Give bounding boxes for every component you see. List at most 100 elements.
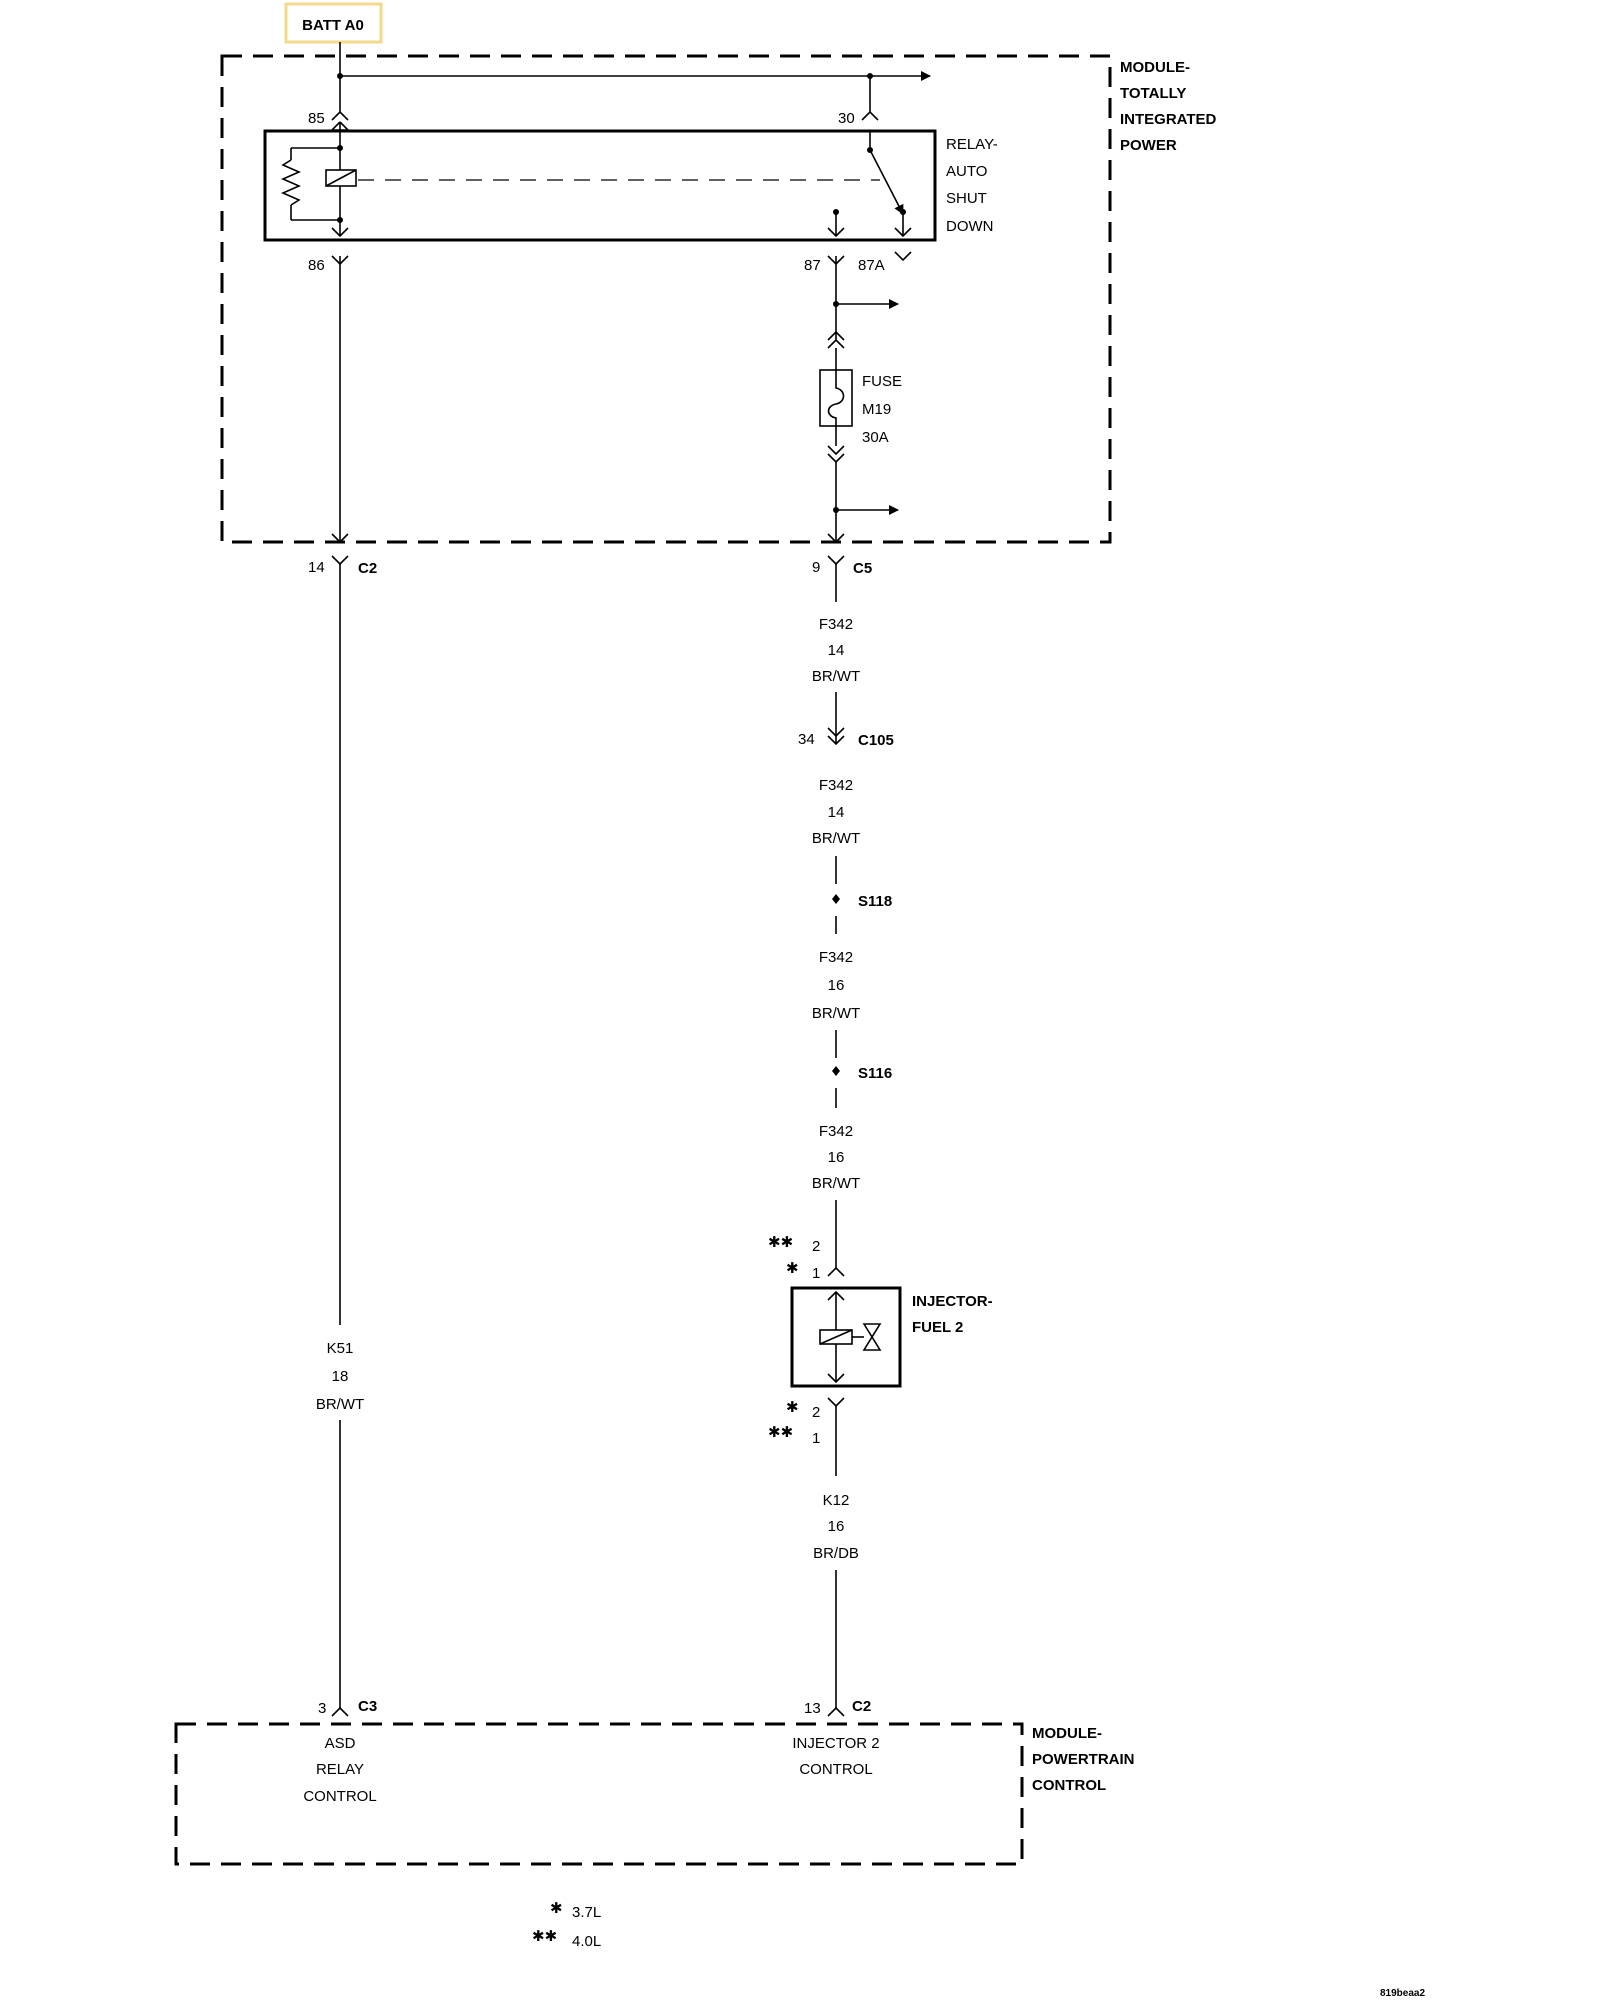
svg-text:FUEL 2: FUEL 2 bbox=[912, 1319, 963, 1336]
engine-legend: ✱ 3.7L ✱✱ 4.0L bbox=[532, 1900, 601, 1950]
splice-s118: S118 bbox=[832, 856, 892, 934]
svg-text:1: 1 bbox=[812, 1430, 820, 1447]
svg-text:14: 14 bbox=[828, 642, 845, 659]
svg-text:BR/WT: BR/WT bbox=[812, 668, 860, 685]
svg-text:MODULE-: MODULE- bbox=[1032, 1725, 1102, 1742]
tipm-module-box bbox=[220, 54, 1112, 544]
svg-text:S116: S116 bbox=[858, 1065, 892, 1082]
svg-text:BR/WT: BR/WT bbox=[812, 1175, 860, 1192]
svg-text:87A: 87A bbox=[858, 257, 885, 274]
svg-text:3.7L: 3.7L bbox=[572, 1904, 601, 1921]
connector-c2-left: 14 C2 bbox=[308, 559, 377, 577]
svg-text:ASD: ASD bbox=[325, 1735, 356, 1752]
svg-text:INJECTOR-: INJECTOR- bbox=[912, 1293, 993, 1310]
svg-text:✱✱: ✱✱ bbox=[768, 1424, 793, 1441]
svg-text:RELAY: RELAY bbox=[316, 1761, 364, 1778]
svg-text:INJECTOR 2: INJECTOR 2 bbox=[792, 1735, 879, 1752]
svg-text:M19: M19 bbox=[862, 401, 891, 418]
pcm-asd-relay-control: ASD RELAY CONTROL bbox=[303, 1735, 376, 1805]
batt-a0-label: BATT A0 bbox=[284, 2, 383, 44]
svg-text:16: 16 bbox=[828, 977, 845, 994]
injector-bottom-pins: ✱ 2 ✱✱ 1 bbox=[768, 1397, 845, 1476]
wire-label-f342-4: F342 16 BR/WT bbox=[812, 1123, 860, 1192]
svg-text:14: 14 bbox=[308, 559, 325, 576]
tipm-module-label: MODULE- TOTALLY INTEGRATED POWER bbox=[1120, 59, 1217, 154]
svg-text:BR/WT: BR/WT bbox=[316, 1396, 364, 1413]
injector-top-pins: ✱✱ 2 ✱ 1 bbox=[768, 1200, 845, 1282]
pcm-injector-2-control: INJECTOR 2 CONTROL bbox=[792, 1735, 879, 1778]
svg-text:1: 1 bbox=[812, 1265, 820, 1282]
svg-text:16: 16 bbox=[828, 1518, 845, 1535]
svg-text:3: 3 bbox=[318, 1700, 326, 1717]
connector-c105: 34 C105 bbox=[798, 692, 894, 749]
battery-feed bbox=[337, 42, 931, 112]
svg-text:MODULE-: MODULE- bbox=[1120, 59, 1190, 76]
svg-text:✱: ✱ bbox=[786, 1399, 799, 1416]
fuse-label: FUSE M19 30A bbox=[862, 373, 902, 446]
fuel-injector-2 bbox=[790, 1286, 902, 1388]
svg-text:INTEGRATED: INTEGRATED bbox=[1120, 111, 1217, 128]
svg-text:✱✱: ✱✱ bbox=[532, 1928, 557, 1945]
relay-label: RELAY- AUTO SHUT DOWN bbox=[946, 136, 998, 235]
svg-text:CONTROL: CONTROL bbox=[1032, 1777, 1106, 1794]
svg-text:F342: F342 bbox=[819, 616, 853, 633]
svg-text:K51: K51 bbox=[327, 1340, 354, 1357]
injector-label: INJECTOR- FUEL 2 bbox=[912, 1293, 993, 1336]
svg-text:TOTALLY: TOTALLY bbox=[1120, 85, 1186, 102]
svg-text:2: 2 bbox=[812, 1404, 820, 1421]
connector-c2-right: 13 C2 bbox=[804, 1570, 871, 1717]
svg-text:POWERTRAIN: POWERTRAIN bbox=[1032, 1751, 1135, 1768]
relay-pin-85: 85 bbox=[308, 110, 349, 127]
relay-pin-87a: 87A bbox=[858, 251, 912, 274]
svg-text:16: 16 bbox=[828, 1149, 845, 1166]
svg-text:C5: C5 bbox=[853, 560, 872, 577]
svg-text:FUSE: FUSE bbox=[862, 373, 902, 390]
svg-text:14: 14 bbox=[828, 804, 845, 821]
svg-text:✱: ✱ bbox=[786, 1260, 799, 1277]
svg-text:C2: C2 bbox=[358, 560, 377, 577]
left-wire-k51 bbox=[331, 256, 349, 1717]
svg-text:4.0L: 4.0L bbox=[572, 1933, 601, 1950]
wire-label-k12: K12 16 BR/DB bbox=[813, 1492, 859, 1562]
svg-text:RELAY-: RELAY- bbox=[946, 136, 998, 153]
wire-label-k51: K51 18 BR/WT bbox=[316, 1340, 364, 1413]
relay-pin-30: 30 bbox=[838, 110, 879, 127]
pcm-module-label: MODULE- POWERTRAIN CONTROL bbox=[1032, 1725, 1135, 1794]
svg-text:9: 9 bbox=[812, 559, 820, 576]
splice-s116: S116 bbox=[832, 1030, 892, 1108]
svg-text:DOWN: DOWN bbox=[946, 218, 994, 235]
right-wire-feed bbox=[827, 256, 899, 370]
svg-text:CONTROL: CONTROL bbox=[799, 1761, 872, 1778]
svg-text:BR/WT: BR/WT bbox=[812, 830, 860, 847]
svg-text:✱✱: ✱✱ bbox=[768, 1234, 793, 1251]
svg-text:✱: ✱ bbox=[550, 1900, 563, 1917]
pcm-module-box bbox=[174, 1722, 1024, 1866]
connector-c5: 9 C5 bbox=[812, 555, 872, 602]
svg-text:BATT A0: BATT A0 bbox=[302, 17, 364, 34]
svg-text:2: 2 bbox=[812, 1238, 820, 1255]
svg-text:34: 34 bbox=[798, 731, 815, 748]
svg-text:86: 86 bbox=[308, 257, 325, 274]
svg-text:C2: C2 bbox=[852, 1698, 871, 1715]
svg-text:AUTO: AUTO bbox=[946, 163, 987, 180]
svg-text:F342: F342 bbox=[819, 949, 853, 966]
svg-text:30A: 30A bbox=[862, 429, 889, 446]
svg-text:S118: S118 bbox=[858, 893, 892, 910]
svg-text:13: 13 bbox=[804, 1700, 821, 1717]
connector-c3: 3 C3 bbox=[318, 1698, 377, 1717]
wire-label-f342-3: F342 16 BR/WT bbox=[812, 949, 860, 1022]
wire-label-f342-2: F342 14 BR/WT bbox=[812, 777, 860, 847]
svg-text:POWER: POWER bbox=[1120, 137, 1177, 154]
svg-text:SHUT: SHUT bbox=[946, 190, 987, 207]
svg-text:18: 18 bbox=[332, 1368, 349, 1385]
svg-text:87: 87 bbox=[804, 257, 821, 274]
svg-text:30: 30 bbox=[838, 110, 855, 127]
asd-relay bbox=[263, 121, 937, 242]
svg-text:C105: C105 bbox=[858, 732, 894, 749]
svg-text:K12: K12 bbox=[823, 1492, 850, 1509]
svg-text:C3: C3 bbox=[358, 1698, 377, 1715]
svg-text:BR/WT: BR/WT bbox=[812, 1005, 860, 1022]
wire-label-f342-1: F342 14 BR/WT bbox=[812, 616, 860, 685]
relay-pin-87: 87 bbox=[804, 255, 845, 274]
